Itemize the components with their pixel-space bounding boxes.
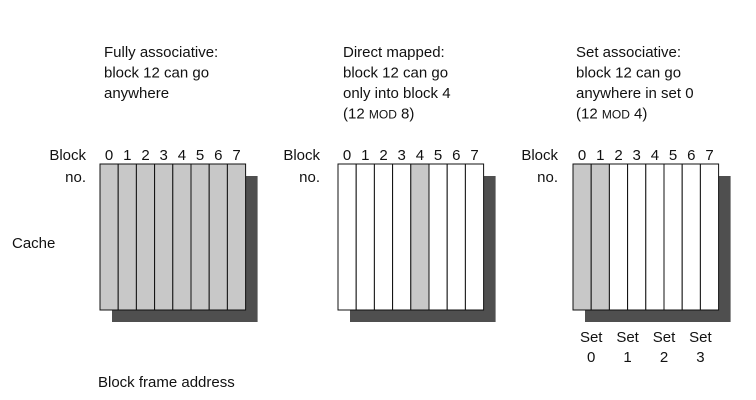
panel-0-heading-line-1: block 12 can go — [104, 65, 209, 82]
panel-2-set-3-number: 3 — [696, 349, 704, 366]
panel-1-heading-line-3: (12 MOD 8) — [343, 106, 414, 123]
panel-1-block-label: Block — [283, 147, 320, 164]
panel-0-cache-block-0 — [99, 163, 119, 311]
panel-2-cache-block-4 — [645, 163, 665, 311]
panel-1-block-number-0: 0 — [343, 147, 351, 164]
panel-0-block-number-6: 6 — [214, 147, 222, 164]
panel-1-block-number-2: 2 — [379, 147, 387, 164]
panel-2-block-number-0: 0 — [578, 147, 586, 164]
panel-1-cache-block-3 — [392, 163, 412, 311]
panel-1-block-number-4: 4 — [416, 147, 424, 164]
panel-0-block-number-3: 3 — [160, 147, 168, 164]
panel-2-heading-line-2: anywhere in set 0 — [576, 85, 694, 102]
panel-0-cache-block-5 — [190, 163, 210, 311]
panel-2-block-number-3: 3 — [633, 147, 641, 164]
panel-2-cache-block-1 — [590, 163, 610, 311]
panel-2-block-number-2: 2 — [614, 147, 622, 164]
panel-0-cache-block-7 — [226, 163, 247, 311]
panel-2-set-0-number: 0 — [587, 349, 595, 366]
panel-1-cache-block-0 — [337, 163, 357, 311]
panel-0-block-number-4: 4 — [178, 147, 186, 164]
panel-0-block-number-0: 0 — [105, 147, 113, 164]
panel-0-cache-block-1 — [117, 163, 137, 311]
panel-0-block-label: Block — [49, 147, 86, 164]
panel-1-cache-block-4 — [410, 163, 430, 311]
panel-2-block-number-4: 4 — [651, 147, 659, 164]
panel-2-block-label: Block — [521, 147, 558, 164]
panel-1-cache-block-7 — [464, 163, 485, 311]
panel-2-no-label: no. — [537, 169, 558, 186]
panel-0-heading-line-2: anywhere — [104, 85, 169, 102]
panel-2-cache-block-6 — [681, 163, 701, 311]
panel-0-heading-line-0: Fully associative: — [104, 44, 218, 61]
block-frame-address-label: Block frame address — [98, 374, 235, 391]
panel-1-cache-block-5 — [428, 163, 448, 311]
panel-1-block-number-3: 3 — [398, 147, 406, 164]
panel-2-block-number-1: 1 — [596, 147, 604, 164]
panel-2-heading-line-0: Set associative: — [576, 44, 681, 61]
panel-2-cache-block-2 — [608, 163, 629, 311]
panel-0-cache-block-2 — [135, 163, 156, 311]
cache-row-label: Cache — [12, 235, 55, 252]
panel-2-set-2-number: 2 — [660, 349, 668, 366]
panel-2-set-0-label: Set — [580, 329, 603, 346]
panel-1-block-number-1: 1 — [361, 147, 369, 164]
panel-2-block-number-5: 5 — [669, 147, 677, 164]
panel-0-block-number-2: 2 — [141, 147, 149, 164]
panel-2-cache-block-5 — [663, 163, 683, 311]
panel-1-block-number-5: 5 — [434, 147, 442, 164]
panel-1-heading-line-0: Direct mapped: — [343, 44, 445, 61]
panel-2-cache-block-3 — [627, 163, 647, 311]
panel-0-cache-block-3 — [154, 163, 174, 311]
panel-2-block-number-6: 6 — [687, 147, 695, 164]
panel-0-cache-block-4 — [172, 163, 192, 311]
panel-1-block-number-6: 6 — [452, 147, 460, 164]
panel-2-heading-line-3: (12 MOD 4) — [576, 106, 647, 123]
panel-1-heading-line-2: only into block 4 — [343, 85, 451, 102]
panel-0-block-number-7: 7 — [232, 147, 240, 164]
panel-2-heading-line-1: block 12 can go — [576, 65, 681, 82]
panel-1-no-label: no. — [299, 169, 320, 186]
panel-2-set-1-label: Set — [616, 329, 639, 346]
panel-0-block-number-5: 5 — [196, 147, 204, 164]
panel-2-block-number-7: 7 — [705, 147, 713, 164]
panel-0-cache-block-6 — [208, 163, 228, 311]
panel-1-heading-line-1: block 12 can go — [343, 65, 448, 82]
panel-1-cache-block-6 — [446, 163, 466, 311]
panel-2-cache-block-7 — [699, 163, 720, 311]
panel-1-cache-block-1 — [355, 163, 375, 311]
panel-2-set-2-label: Set — [653, 329, 676, 346]
panel-1-cache-block-2 — [373, 163, 394, 311]
panel-2-cache-block-0 — [572, 163, 592, 311]
panel-1-block-number-7: 7 — [470, 147, 478, 164]
panel-2-set-3-label: Set — [689, 329, 712, 346]
panel-0-no-label: no. — [65, 169, 86, 186]
panel-0-block-number-1: 1 — [123, 147, 131, 164]
panel-2-set-1-number: 1 — [623, 349, 631, 366]
